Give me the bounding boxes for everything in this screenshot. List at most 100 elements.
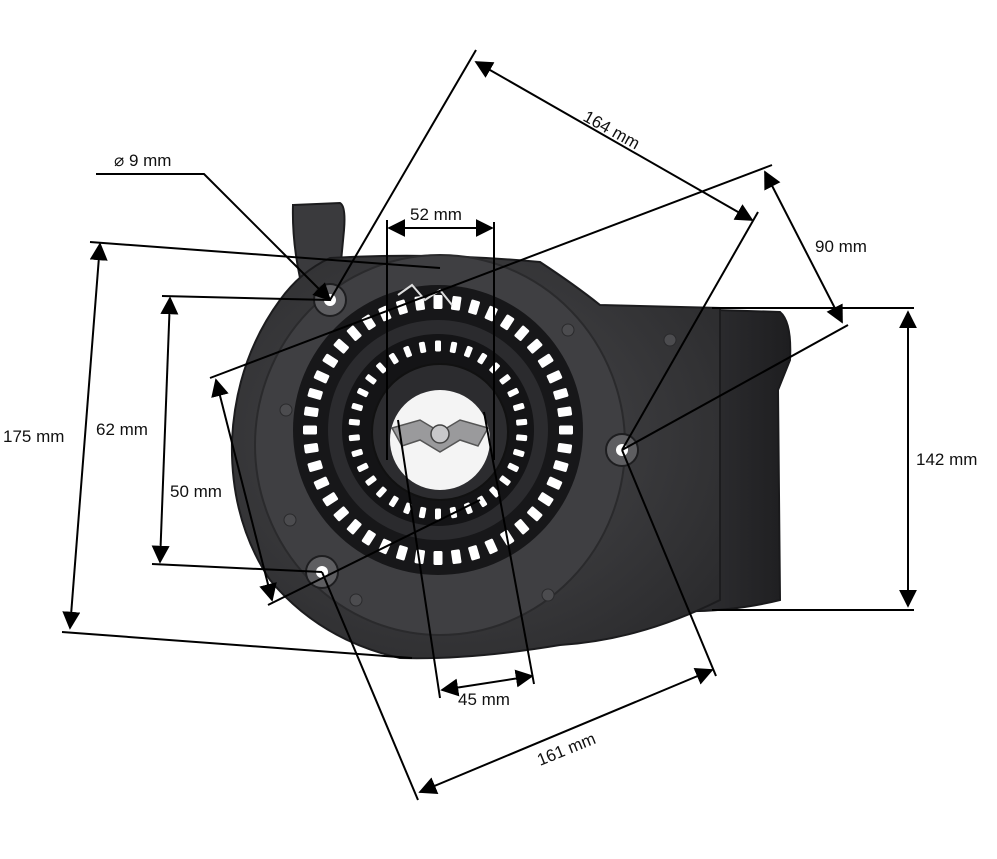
label-62: 62 mm	[96, 420, 148, 439]
outer-vent-slot	[333, 506, 349, 522]
outer-vent-slot	[450, 549, 462, 565]
outer-vent-slot	[546, 370, 563, 384]
ext-45-b	[483, 411, 535, 685]
outer-vent-slot	[433, 295, 443, 309]
outer-vent-slot	[313, 476, 330, 490]
dim-45	[440, 669, 534, 697]
outer-vent-slot	[307, 460, 323, 472]
outer-vent-slot	[557, 406, 573, 418]
inner-vent-slot	[376, 486, 387, 498]
ext-161-b	[621, 449, 717, 677]
ext-175-a	[89, 241, 441, 269]
outer-vent-slot	[500, 314, 515, 331]
starter-housing	[230, 201, 792, 660]
inner-vent-slot	[489, 486, 500, 498]
inner-vent-slot	[464, 345, 473, 358]
inner-vent-slot	[418, 341, 427, 354]
outer-vent-slot	[333, 338, 349, 354]
inner-vent-slot	[365, 374, 377, 385]
ext-90-a	[209, 164, 773, 379]
inner-vent-slot	[351, 448, 363, 458]
inner-vent-slot	[403, 345, 412, 358]
inner-vent-slot	[499, 374, 511, 385]
inner-vent-slot	[365, 475, 377, 486]
inner-vent-slot	[351, 402, 363, 412]
outer-vent-slots	[303, 295, 573, 565]
outer-vent-slot	[346, 325, 362, 341]
dim-161	[418, 667, 714, 795]
inner-vent-slot	[388, 352, 399, 365]
ext-90-b	[621, 324, 849, 451]
inner-vent-slot	[357, 387, 369, 398]
ext-45-a	[397, 419, 441, 699]
outer-vent-slot	[557, 442, 573, 454]
inner-vent-slot	[477, 352, 488, 365]
outer-vent-slot	[468, 299, 480, 315]
label-90: 90 mm	[815, 237, 867, 256]
label-164: 164 mm	[580, 107, 643, 153]
outer-vent-slot	[553, 388, 569, 400]
label-175: 175 mm	[3, 427, 64, 446]
outer-vent-slot	[514, 325, 530, 341]
outer-vent-slot	[433, 551, 443, 565]
outer-vent-slot	[559, 425, 573, 435]
ext-164-a	[329, 49, 477, 301]
outer-vent-slot	[303, 406, 319, 418]
inner-vent-slot	[464, 502, 473, 515]
dimension-lines	[61, 49, 917, 801]
inner-vent-slot	[435, 508, 441, 520]
outer-vent-slot	[322, 492, 339, 507]
inner-vent-slot	[516, 418, 528, 426]
dim-50	[211, 378, 277, 602]
outer-vent-slot	[468, 545, 480, 561]
inner-vent-slot	[507, 462, 519, 473]
outer-vent-slot	[546, 476, 563, 490]
outer-vent-slot	[303, 442, 319, 454]
outer-vent-slot	[450, 295, 462, 311]
outer-vent-slot	[527, 506, 543, 522]
inner-vent-slot	[418, 506, 427, 519]
outer-vent-slot	[537, 492, 554, 507]
leader-hole-diameter	[96, 173, 332, 302]
outer-vent-slot	[484, 538, 498, 555]
outer-vent-slot	[313, 370, 330, 384]
inner-vent-slot	[357, 462, 369, 473]
outer-vent-slot	[346, 519, 362, 535]
inner-vent-slots	[348, 340, 528, 520]
outer-vent-slot	[303, 425, 317, 435]
outer-vent-slot	[361, 529, 376, 546]
outer-vent-slot	[322, 353, 339, 368]
dim-175	[62, 242, 108, 630]
outer-vent-slot	[307, 388, 323, 400]
dim-164	[474, 61, 754, 221]
dim-90	[764, 170, 843, 324]
dim-62	[151, 296, 179, 564]
outer-vent-slot	[527, 338, 543, 354]
ext-175-b	[61, 631, 413, 659]
inner-vent-slot	[499, 475, 511, 486]
inner-vent-slot	[403, 502, 412, 515]
inner-vent-slot	[348, 418, 360, 426]
outer-vent-slot	[378, 305, 392, 322]
inner-vent-slot	[449, 341, 458, 354]
center-screw	[430, 424, 450, 444]
inner-vent-slot	[516, 434, 528, 442]
inner-vent-slot	[513, 402, 525, 412]
rivets	[279, 323, 677, 607]
inner-vent-slot	[435, 340, 441, 352]
inner-vent-slot	[513, 448, 525, 458]
label-hole-diameter: ⌀ 9 mm	[114, 151, 171, 170]
outer-vent-slot	[553, 460, 569, 472]
outer-vent-slot	[537, 353, 554, 368]
label-50: 50 mm	[170, 482, 222, 501]
spring-detail	[397, 283, 453, 306]
inner-vent-slot	[388, 495, 399, 508]
ext-62-a	[161, 295, 331, 301]
label-52: 52 mm	[410, 205, 462, 224]
inner-vent-slot	[348, 434, 360, 442]
label-161: 161 mm	[534, 729, 598, 770]
inner-vent-slot	[477, 495, 488, 508]
inner-vent-slot	[507, 387, 519, 398]
ext-161-a	[321, 571, 419, 801]
